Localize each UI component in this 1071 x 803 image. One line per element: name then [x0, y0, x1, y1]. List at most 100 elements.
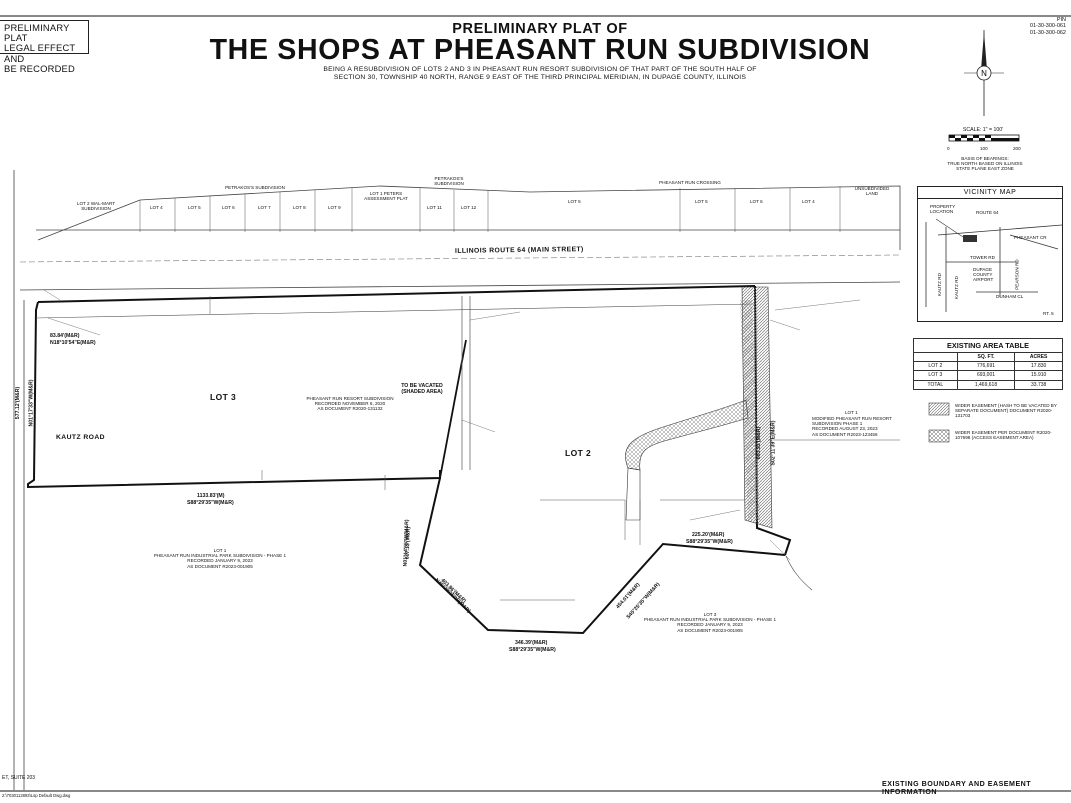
title-description: BEING A RESUBDIVISION OF LOTS 2 AND 3 IN…: [260, 66, 820, 83]
bearing-distance-9: 577.12'(M&R): [15, 386, 22, 420]
page-title: THE SHOPS AT PHEASANT RUN SUBDIVISION: [209, 34, 871, 66]
vicinity-road-3: TOWER RD: [970, 255, 995, 260]
basis-of-bearings: BASIS OF BEARINGS: TRUE NORTH BASED ON I…: [930, 156, 1040, 172]
bearing-distance-1: 83.84'(M&R): [50, 333, 80, 339]
pin-1: 01-30-300-061: [1029, 23, 1066, 30]
legend-item-2: WIDER EASEMENT PER DOCUMENT R2020-107698…: [955, 430, 1052, 441]
bearing-distance-4: 346.39'(M&R): [515, 640, 548, 646]
basis-line-1: BASIS OF BEARINGS:: [961, 156, 1009, 161]
lot3-desc-2: RECORDED NOVEMBER 6, 2020: [314, 401, 386, 407]
to-be-vacated-label: TO BE VACATED (SHADED AREA): [392, 383, 452, 395]
sheet-title: EXISTING BOUNDARY AND EASEMENT INFORMATI…: [882, 780, 1032, 796]
bearing-3: S88°29'35"W(M&R): [686, 539, 733, 545]
lot1-sw-4: AS DOCUMENT R2023-001905: [187, 563, 253, 569]
lot1-east-1: MODIFIED PHEASANT RUN RESORT SUBDIVISION…: [812, 416, 892, 427]
stamp-line-1: PRELIMINARY PLAT: [4, 22, 70, 44]
vacated-line-1: TO BE VACATED: [401, 383, 443, 389]
pin-block: PIN 01-30-300-061 01-30-300-062: [1022, 17, 1066, 36]
label-unsubdivided: UNSUBDIVIDED LAND: [854, 186, 890, 197]
title-description-1: BEING A RESUBDIVISION OF LOTS 2 AND 3 IN…: [323, 66, 757, 73]
lot3-s-3: RECORDED JANUARY 9, 2023: [677, 622, 743, 628]
scale-tick-200: 200: [1013, 146, 1021, 151]
label-pheasant-crossing: PHEASANT RUN CROSSING: [659, 180, 721, 185]
lot1-east-2: RECORDED AUGUST 23, 2023: [812, 426, 878, 432]
vicinity-road-6: PHEASANT CR: [1014, 235, 1047, 240]
scale-label: SCALE: 1" = 100': [962, 127, 1004, 133]
label-lot-e: LOT 8: [293, 205, 306, 210]
scale-tick-0: 0: [947, 146, 950, 151]
label-petrakos-2: PETRAKOS'S SUBDIVISION: [434, 176, 464, 187]
file-path: 2:\7030112893\Lsp Default Dwg.dwg: [2, 793, 71, 798]
north-letter: N: [981, 69, 987, 78]
title-preliminary: PRELIMINARY PLAT OF: [452, 21, 628, 37]
label-lot2-walmart: LOT 2 WAL-MART SUBDIVISION: [76, 201, 116, 212]
lot3-desc-1: PHEASANT RUN RESORT SUBDIVISION: [306, 396, 394, 401]
lot1-sw-2: PHEASANT RUN INDUSTRIAL PARK SUBDIVISION…: [153, 553, 287, 559]
table-row: TOTAL 1,469,618 33.738: [913, 379, 1063, 390]
bearing-9: N01°17'33"W(M&R): [28, 379, 35, 427]
scale-tick-100: 100: [980, 146, 988, 151]
lot3-s-2: PHEASANT RUN INDUSTRIAL PARK SUBDIVISION…: [643, 617, 777, 623]
label-lot-b: LOT 5: [188, 205, 201, 210]
lot1-east-3: AS DOCUMENT R2023-123456: [812, 431, 878, 437]
label-petrakos: PETRAKOS'S SUBDIVISION: [225, 185, 285, 190]
preliminary-stamp: PRELIMINARY PLAT LEGAL EFFECT AND BE REC…: [0, 20, 89, 74]
area-sqft: 1,469,618: [956, 379, 1016, 390]
lot-3-south-description: LOT 3 PHEASANT RUN INDUSTRIAL PARK SUBDI…: [640, 612, 780, 633]
lot-1-sw-description: LOT 1 PHEASANT RUN INDUSTRIAL PARK SUBDI…: [150, 548, 290, 569]
scale-bar: [948, 134, 1020, 142]
bearing-distance-2: 1133.83'(M): [197, 493, 225, 499]
title-description-2: SECTION 30, TOWNSHIP 40 NORTH, RANGE 9 E…: [333, 74, 747, 82]
lot-1-east-description: MODIFIED PHEASANT RUN RESORT SUBDIVISION…: [812, 416, 917, 437]
vicinity-road-1: ROUTE 64: [976, 210, 999, 215]
bearing-2: S88°29'35"W(M&R): [187, 500, 234, 506]
bearing-4: S88°29'35"W(M&R): [509, 647, 556, 653]
vacated-line-2: (SHADED AREA): [401, 389, 443, 395]
lot1-sw-1: LOT 1: [213, 548, 227, 553]
legend-swatches: [928, 402, 950, 443]
vicinity-map: VICINITY MAP PROPERTY LOCATION ROUTE 64 …: [917, 186, 1063, 322]
stamp-line-3: BE RECORDED: [4, 62, 75, 74]
label-lot-l: LOT 4: [802, 199, 815, 204]
vicinity-title: VICINITY MAP: [963, 189, 1017, 196]
lot1-sw-3: RECORDED JANUARY 9, 2023: [187, 558, 253, 564]
legend-item-1: WIDER EASEMENT (HASH TO BE VACATED BY SE…: [955, 403, 1057, 419]
label-lot-a: LOT 4: [150, 205, 163, 210]
bearing-distance-3: 225.20'(M&R): [692, 532, 725, 538]
vicinity-road-9: RT. 5: [1043, 311, 1054, 316]
bearing-distance-8: 683.93'(M&R): [756, 426, 763, 460]
basis-line-3: STATE PLANE EAST ZONE: [956, 166, 1014, 172]
label-lot-g: LOT 11: [427, 205, 442, 210]
north-arrow-icon: N: [964, 30, 1004, 116]
label-lot-h: LOT 12: [461, 205, 477, 210]
vicinity-road-8: DUNHAM CL: [996, 294, 1024, 299]
kautz-road-vertical: KAUTZ ROAD: [0, 389, 2, 438]
existing-area-table: EXISTING AREA TABLE SQ. FT. ACRES LOT 2 …: [913, 338, 1063, 390]
lot3-desc-3: AS DOCUMENT R2020-131132: [317, 406, 383, 412]
basis-line-2: TRUE NORTH BASED ON ILLINOIS: [947, 161, 1023, 167]
label-lot-f: LOT 9: [328, 205, 341, 210]
bearing-8: S02°11'39"E(M&R): [770, 420, 777, 466]
lot-2-label: LOT 2: [565, 448, 592, 458]
lot3-s-4: AS DOCUMENT R2023-001905: [677, 627, 743, 633]
label-lot-d: LOT 7: [258, 205, 271, 210]
pin-2: 01-30-300-062: [1029, 29, 1066, 36]
firm-address: ET, SUITE 203: [2, 775, 36, 781]
label-lot1-peters: LOT 1 PETERS ASSESSMENT PLAT: [364, 191, 408, 202]
stamp-line-2: LEGAL EFFECT AND: [4, 42, 76, 64]
kautz-road-label: KAUTZ ROAD: [56, 434, 105, 441]
lot3-s-1: LOT 3: [703, 612, 717, 617]
vicinity-road-4: DUPAGE COUNTY AIRPORT: [973, 267, 994, 283]
area-acres: 33.738: [1014, 379, 1063, 390]
label-lot-i: LOT 5: [568, 199, 581, 204]
lot-3-description: PHEASANT RUN RESORT SUBDIVISION RECORDED…: [300, 396, 400, 412]
pin-label: PIN: [1056, 17, 1066, 23]
label-lot-c: LOT 6: [222, 205, 235, 210]
label-lot-k: LOT 6: [750, 199, 763, 204]
bearing-1: N18°10'54"E(M&R): [50, 340, 96, 346]
label-lot-j: LOT 5: [695, 199, 708, 204]
lot-1-east-label: LOT 1: [845, 410, 858, 415]
vicinity-property-location: PROPERTY LOCATION: [930, 204, 956, 215]
vicinity-roads: [925, 218, 1063, 312]
